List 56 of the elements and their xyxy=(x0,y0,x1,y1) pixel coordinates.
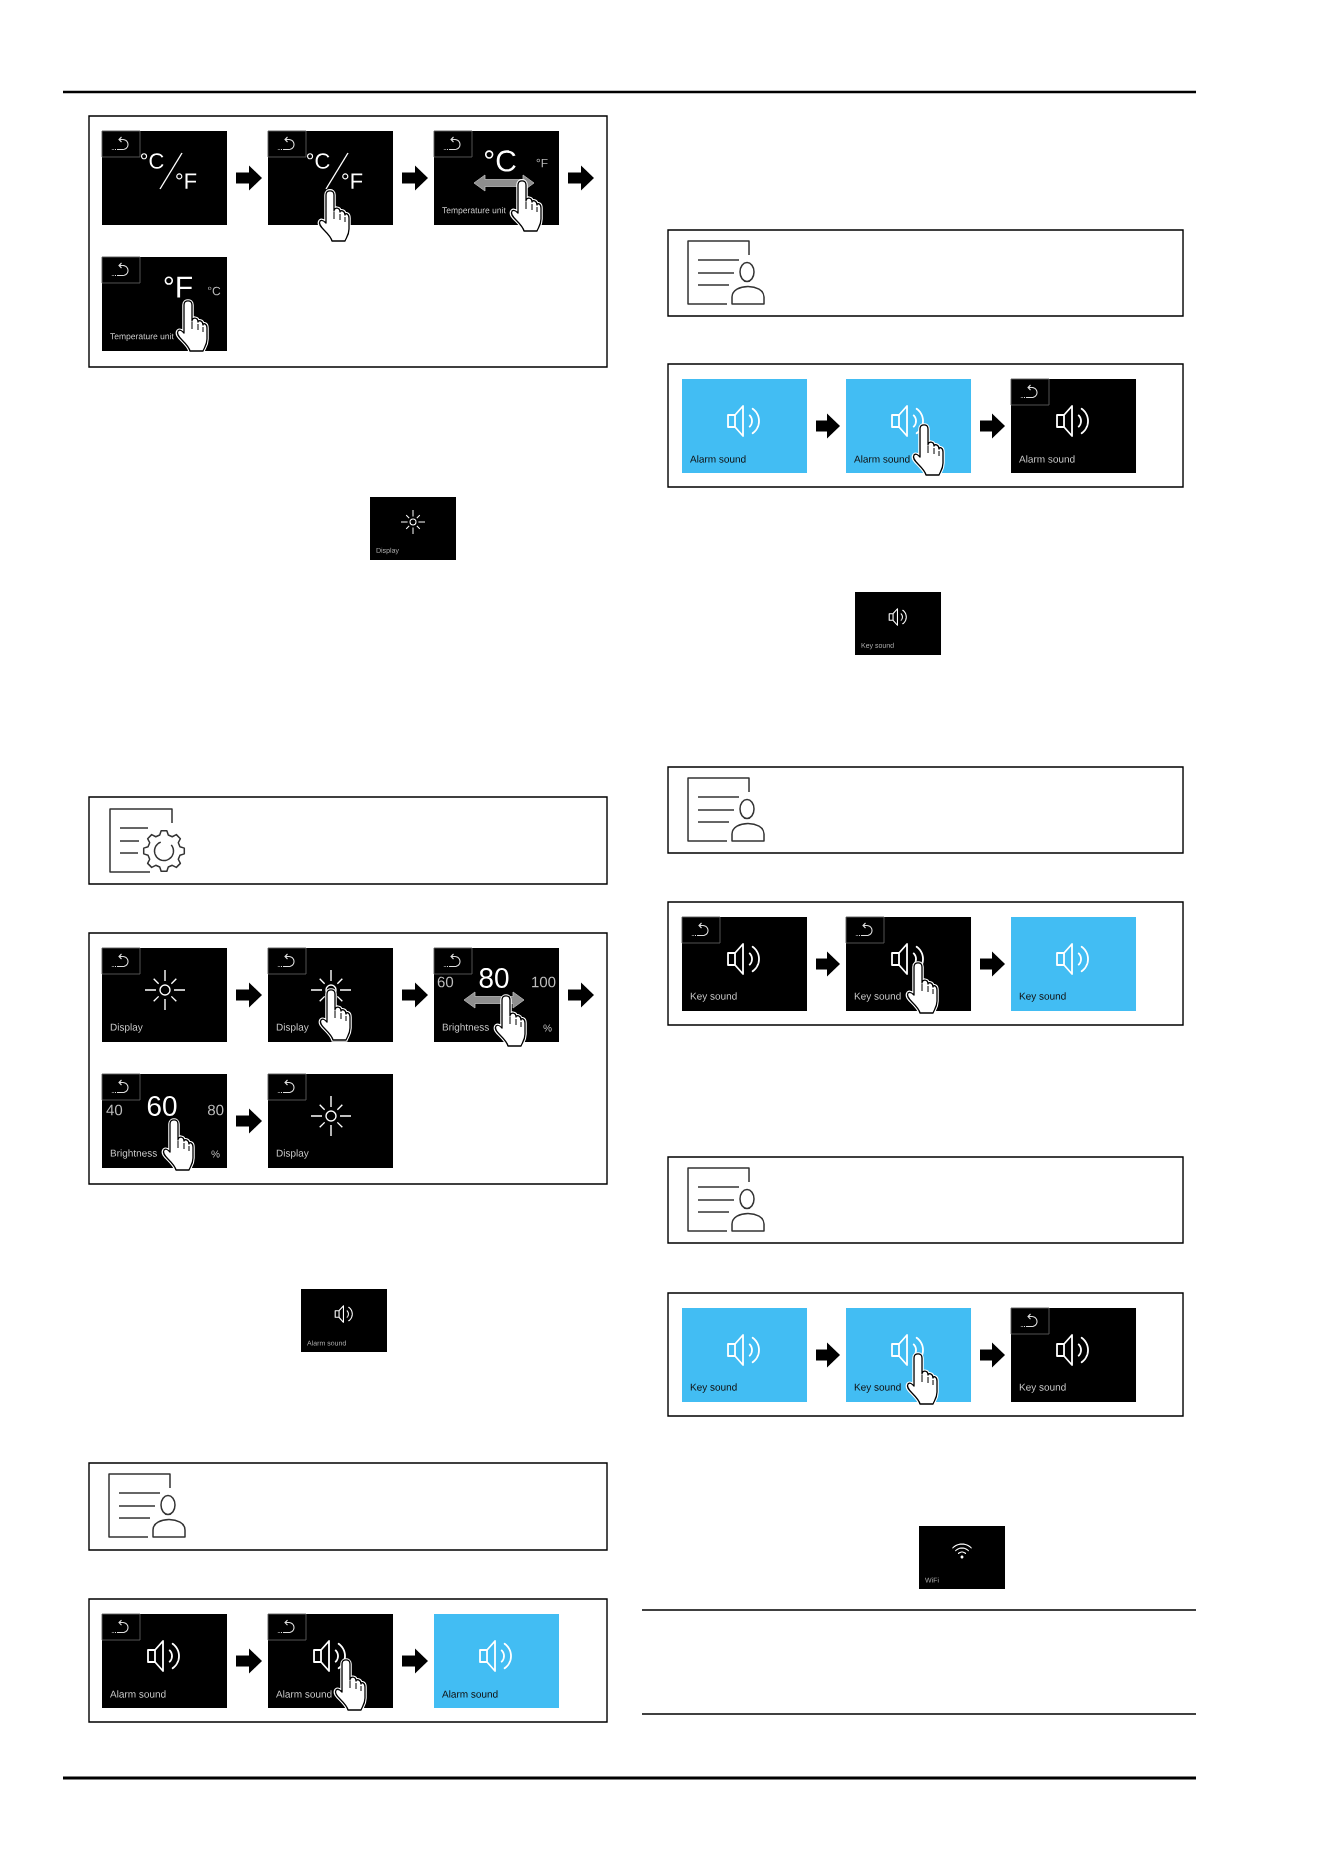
screen-label: Key sound xyxy=(854,1383,901,1393)
unit-label: % xyxy=(543,1024,552,1032)
framed-panel xyxy=(88,1598,608,1723)
unit-label: °F xyxy=(342,173,363,189)
screen-label: Brightness xyxy=(442,1023,489,1033)
arrow xyxy=(816,951,840,977)
screen-label: Display xyxy=(276,1149,309,1159)
value-label: 60 xyxy=(437,976,454,988)
arrow xyxy=(236,165,262,191)
unit-label: °F xyxy=(164,276,192,298)
framed-panel xyxy=(667,901,1184,1026)
unit-label: °C xyxy=(208,286,221,296)
framed-panel xyxy=(88,932,608,1185)
unit-label: °F xyxy=(536,158,548,168)
arrow xyxy=(236,1108,262,1134)
screen-label: Alarm sound xyxy=(1019,455,1075,463)
screen-label: Alarm sound xyxy=(690,455,746,463)
arrow xyxy=(402,982,428,1008)
arrow xyxy=(980,413,1005,439)
arrow xyxy=(402,165,428,191)
framed-panel xyxy=(667,363,1184,488)
screen-label: Key sound xyxy=(854,992,901,1002)
screen-label: Alarm sound xyxy=(442,1690,498,1698)
value-label: 40 xyxy=(106,1104,123,1116)
unit-label: °C xyxy=(307,153,330,169)
arrow xyxy=(568,165,594,191)
arrow xyxy=(816,1342,840,1368)
screen-label: Key sound xyxy=(690,992,737,1002)
unit-label: °C xyxy=(484,150,516,172)
arrow xyxy=(236,982,262,1008)
unit-label: % xyxy=(211,1150,220,1158)
screen-label: Temperature unit xyxy=(442,207,506,215)
unit-label: °C xyxy=(141,153,164,169)
unit-label: °F xyxy=(176,173,197,189)
arrow xyxy=(236,1648,262,1674)
value-label: 100 xyxy=(532,976,556,988)
screen-label: Key sound xyxy=(1019,992,1066,1002)
screen-label: Display xyxy=(110,1023,143,1033)
screen-label: Key sound xyxy=(690,1383,737,1393)
framed-panel xyxy=(88,115,608,368)
screen-label: Alarm sound xyxy=(110,1690,166,1698)
arrow xyxy=(816,413,840,439)
arrow xyxy=(402,1648,428,1674)
arrow xyxy=(980,1342,1005,1368)
screen-label: Display xyxy=(276,1023,309,1033)
screen-label: Key sound xyxy=(1019,1383,1066,1393)
value-label: 80 xyxy=(479,968,509,988)
arrow xyxy=(568,982,594,1008)
arrow xyxy=(980,951,1005,977)
screen-label: Alarm sound xyxy=(854,455,910,463)
screen-label: Alarm sound xyxy=(276,1690,332,1698)
screen-label: Brightness xyxy=(110,1149,157,1159)
screen-label: Temperature unit xyxy=(110,333,174,341)
value-label: 60 xyxy=(147,1096,177,1116)
value-label: 80 xyxy=(207,1104,224,1116)
framed-panel xyxy=(667,1292,1184,1417)
